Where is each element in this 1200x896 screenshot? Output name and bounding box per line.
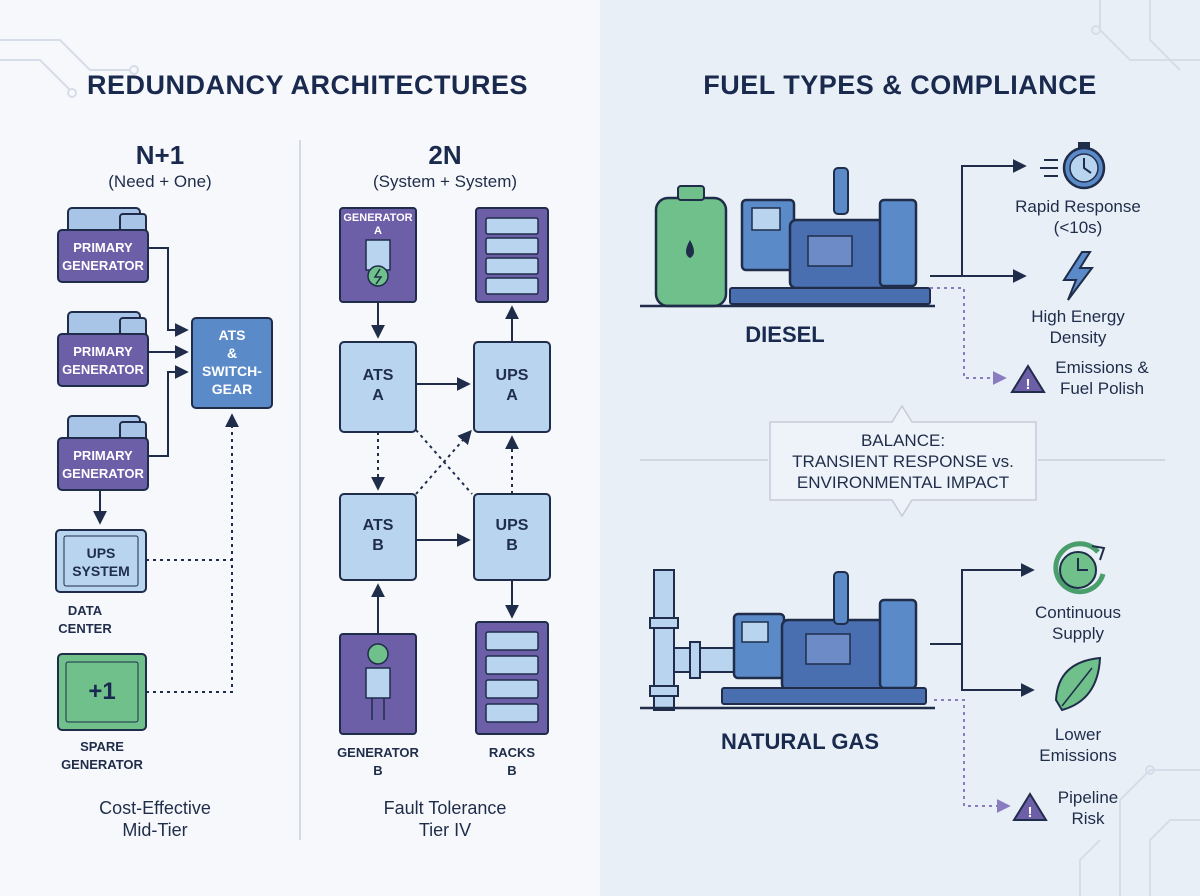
racks-b	[475, 621, 549, 735]
natural-gas-label: NATURAL GAS	[720, 729, 880, 754]
ats-switchgear-label: ATS&SWITCH-GEAR	[202, 327, 262, 397]
left-title: REDUNDANCY ARCHITECTURES	[86, 70, 529, 100]
racks-top	[475, 207, 549, 303]
cycle-clock-icon	[1053, 541, 1106, 595]
primary-generator-3	[57, 415, 149, 491]
2n-subheading: (System + System)	[372, 172, 518, 191]
2n-heading: 2N	[428, 140, 462, 170]
right-title: FUEL TYPES & COMPLIANCE	[703, 70, 1097, 100]
diesel-label: DIESEL	[745, 322, 825, 347]
ats-b-box	[339, 493, 417, 581]
natural-gas-generator-illustration	[640, 569, 935, 711]
diesel-attr-rapid-response: Rapid Response(<10s)	[1015, 197, 1141, 237]
spare-badge: +1	[88, 678, 116, 705]
balance-text: BALANCE:TRANSIENT RESPONSE vs.ENVIRONMEN…	[792, 431, 1014, 492]
ats-switchgear-box	[191, 317, 273, 409]
warning-icon: !	[1010, 364, 1046, 393]
n1-heading: N+1	[135, 140, 185, 170]
primary-generator-2	[57, 311, 149, 387]
n1-subheading: (Need + One)	[108, 172, 212, 191]
primary-generator-1	[57, 207, 149, 283]
warning-icon: !	[1012, 792, 1048, 821]
stopwatch-icon	[1040, 142, 1106, 190]
svg-text:!: !	[1026, 376, 1031, 393]
balance-callout	[769, 404, 1037, 518]
diesel-generator-illustration	[640, 167, 935, 308]
lightning-icon	[1062, 251, 1094, 301]
diesel-attr-emissions: Emissions &Fuel Polish	[1055, 358, 1149, 398]
svg-text:!: !	[1028, 804, 1033, 821]
